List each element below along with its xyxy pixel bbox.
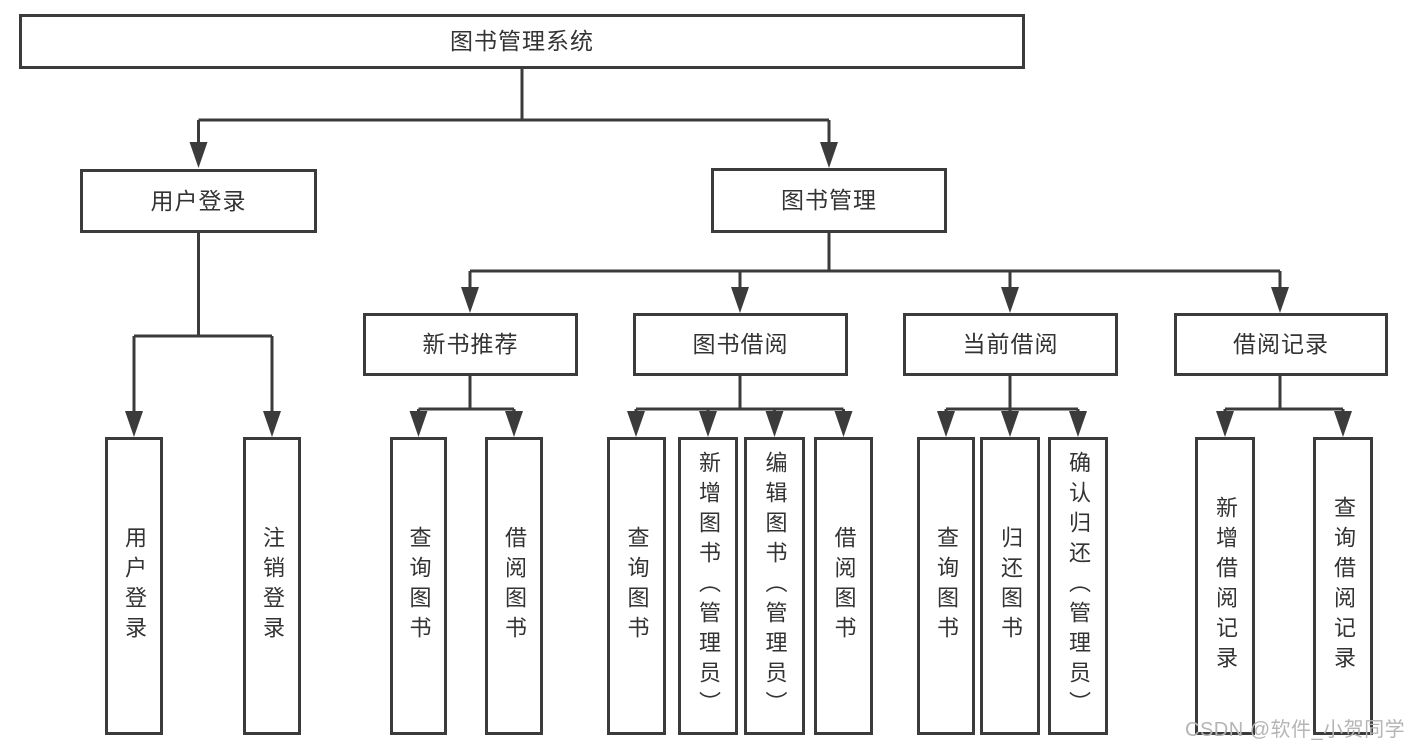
leaf-return-book: 归还图书 xyxy=(980,437,1040,735)
node-book-management: 图书管理 xyxy=(711,168,947,233)
arrow-down-icon xyxy=(820,142,838,168)
leaf-edit-book-admin: 编辑图书（管理员） xyxy=(744,437,805,735)
leaf-query-book-2: 查询图书 xyxy=(607,437,666,735)
connector-currentborrow-to-leaves xyxy=(944,376,1080,413)
arrow-down-icon xyxy=(1334,411,1352,437)
arrow-down-icon xyxy=(263,411,281,437)
node-book-borrow: 图书借阅 xyxy=(633,313,848,376)
leaf-query-borrow-record: 查询借阅记录 xyxy=(1313,437,1373,735)
arrow-down-icon xyxy=(505,411,523,437)
connector-bookborrow-to-leaves xyxy=(634,376,845,413)
leaf-add-borrow-record: 新增借阅记录 xyxy=(1195,437,1255,735)
leaf-query-book-1: 查询图书 xyxy=(390,437,447,735)
leaf-borrow-book-1: 借阅图书 xyxy=(485,437,543,735)
arrow-down-icon xyxy=(1001,411,1019,437)
arrow-down-icon xyxy=(1216,411,1234,437)
leaf-borrow-book-2: 借阅图书 xyxy=(814,437,873,735)
csdn-watermark: CSDN @软件_小贺同学 xyxy=(1185,719,1405,741)
connector-borrowrecord-to-leaves xyxy=(1223,376,1345,413)
connector-newbook-to-leaves xyxy=(417,376,516,413)
leaf-logout: 注销登录 xyxy=(243,437,301,735)
arrow-down-icon xyxy=(1271,287,1289,313)
arrow-down-icon xyxy=(461,287,479,313)
arrow-down-icon xyxy=(765,411,784,437)
arrow-down-icon xyxy=(731,287,749,313)
arrow-down-icon xyxy=(937,411,955,437)
leaf-user-login: 用户登录 xyxy=(105,437,163,735)
arrowheads xyxy=(125,142,1352,437)
connector-root-to-level2 xyxy=(197,68,831,144)
node-new-book-recommend: 新书推荐 xyxy=(363,313,578,376)
connector-userlogin-to-leaves xyxy=(132,232,274,413)
arrow-down-icon xyxy=(409,411,428,437)
arrow-down-icon xyxy=(627,411,645,437)
arrow-down-icon xyxy=(125,411,143,437)
arrow-down-icon xyxy=(1001,287,1019,313)
node-current-borrow: 当前借阅 xyxy=(903,313,1118,376)
node-borrow-record: 借阅记录 xyxy=(1174,313,1388,376)
leaf-add-book-admin: 新增图书（管理员） xyxy=(678,437,738,735)
node-root-system: 图书管理系统 xyxy=(19,14,1025,69)
arrow-down-icon xyxy=(834,411,853,437)
arrow-down-icon xyxy=(1069,411,1087,437)
node-user-login: 用户登录 xyxy=(80,169,317,233)
leaf-confirm-return-admin: 确认归还（管理员） xyxy=(1048,437,1108,735)
arrow-down-icon xyxy=(699,411,717,437)
connector-bookmgmt-to-level3 xyxy=(468,233,1282,289)
leaf-query-book-3: 查询图书 xyxy=(917,437,975,735)
arrow-down-icon xyxy=(189,142,208,168)
